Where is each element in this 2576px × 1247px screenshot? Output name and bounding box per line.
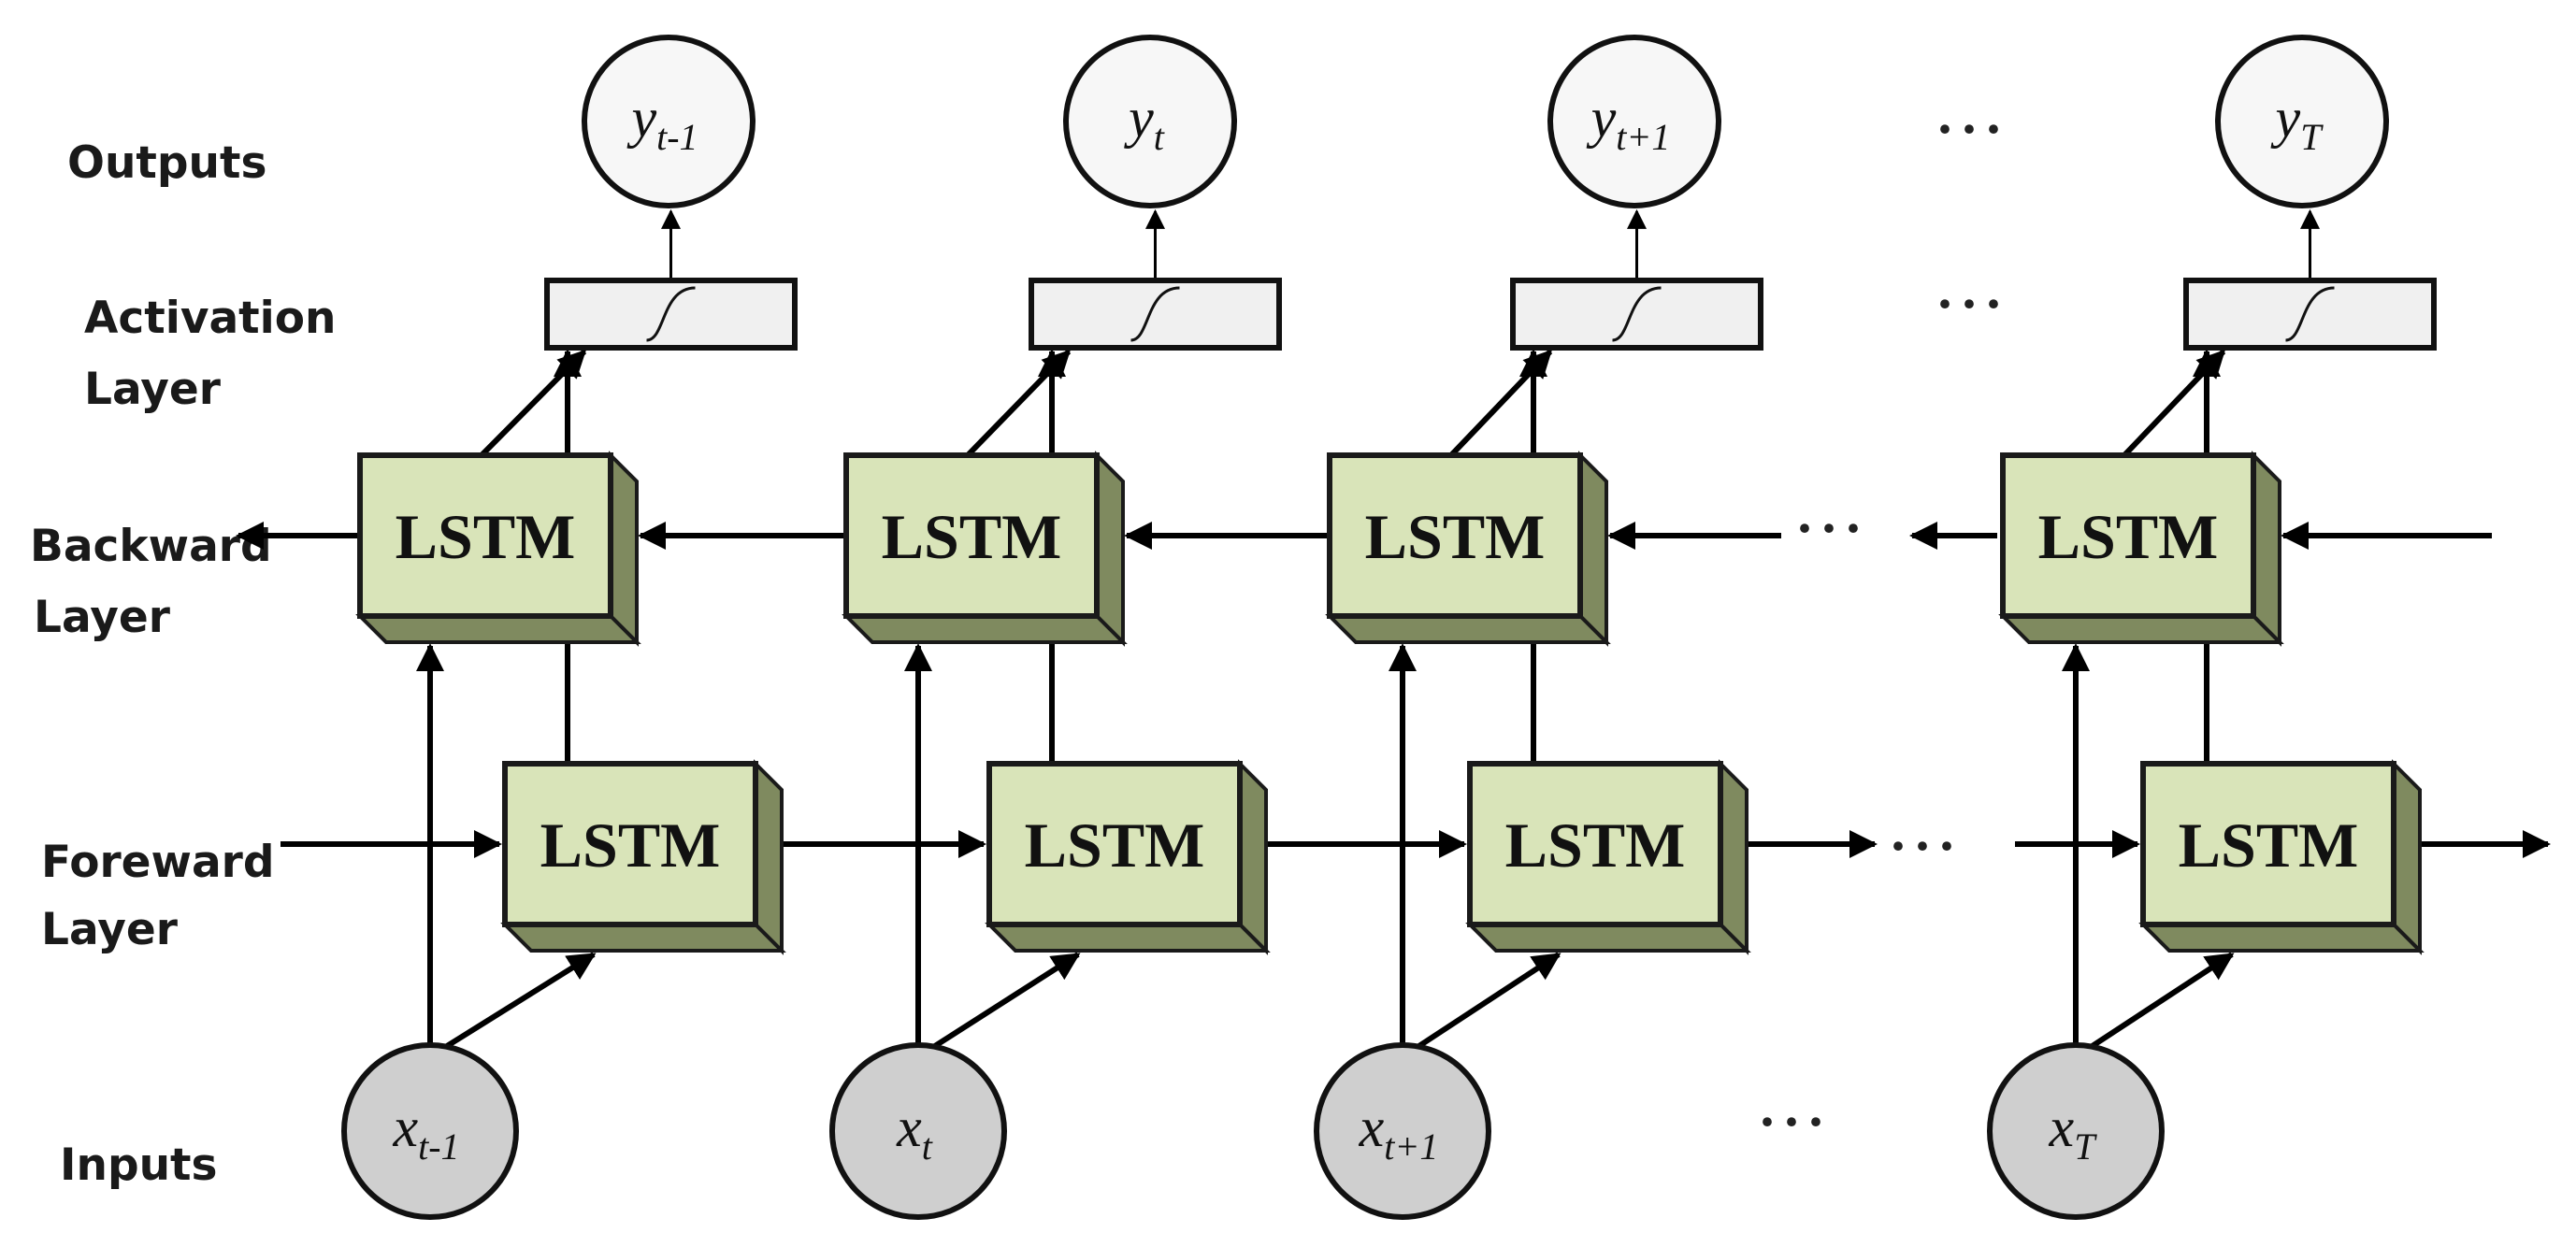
label-forward: Foreward <box>41 837 275 888</box>
backward-to-activation-arrow <box>1448 349 1553 458</box>
label-activation-layer: Layer <box>84 364 222 415</box>
nodes: LSTM LSTM yt-1 xt-1 LSTM LSTM yt xt LSTM LSTM yt+1… <box>341 35 2437 1220</box>
forward-lstm-cell: LSTM <box>500 759 786 955</box>
activation-box <box>1510 278 1763 351</box>
ellipsis-backward: ··· <box>1795 497 1868 559</box>
lstm-front-face <box>843 452 1100 619</box>
lstm-bottom-face <box>1465 923 1751 953</box>
lstm-front-face <box>1467 761 1723 927</box>
lstm-front-face <box>2000 452 2256 619</box>
lstm-front-face <box>502 761 758 927</box>
output-node: yt+1 <box>1547 35 1721 208</box>
input-node: xT <box>1987 1042 2165 1220</box>
node-circle <box>1547 35 1721 208</box>
lstm-side-face <box>754 759 784 955</box>
node-label: xT <box>2049 1096 2098 1168</box>
backward-to-activation-arrow <box>479 349 587 458</box>
lstm-bottom-face <box>1325 614 1611 644</box>
backward-lstm-cell: LSTM <box>1325 451 1611 647</box>
lstm-label: LSTM <box>2179 810 2359 881</box>
backward-to-activation-arrow <box>965 349 1072 458</box>
ellipsis-inputs: ··· <box>1758 1091 1831 1153</box>
lstm-bottom-face <box>842 614 1128 644</box>
label-outputs: Outputs <box>67 137 266 189</box>
lstm-bottom-face <box>985 923 1271 953</box>
lstm-side-face <box>2392 759 2422 955</box>
backward-to-activation-arrow <box>2122 349 2226 458</box>
node-circle <box>1987 1042 2165 1220</box>
activation-box <box>2183 278 2437 351</box>
label-backward-layer: Layer <box>34 592 171 643</box>
lstm-side-face <box>2252 451 2281 647</box>
output-node: yT <box>2215 35 2389 208</box>
lstm-label: LSTM <box>2038 501 2219 572</box>
node-label: yt+1 <box>1586 87 1671 158</box>
forward-lstm-cell: LSTM <box>1465 759 1751 955</box>
lstm-front-face <box>2140 761 2396 927</box>
lstm-label: LSTM <box>1505 810 1686 881</box>
activation-box <box>1029 278 1282 351</box>
input-node: xt-1 <box>341 1042 519 1220</box>
node-label: yt-1 <box>626 87 698 158</box>
lstm-side-face <box>1578 451 1608 647</box>
node-label: yT <box>2270 87 2324 158</box>
ellipsis-forward: ··· <box>1889 815 1962 877</box>
lstm-front-face <box>1327 452 1583 619</box>
lstm-front-face <box>357 452 613 619</box>
lstm-side-face <box>1719 759 1749 955</box>
output-node: yt-1 <box>582 35 756 208</box>
input-node: xt <box>829 1042 1007 1220</box>
activation-box <box>544 278 798 351</box>
sigmoid-curve-icon <box>646 286 696 342</box>
input-to-forward-arrow <box>2083 952 2235 1054</box>
label-forward-layer: Layer <box>41 904 179 955</box>
output-node: yt <box>1063 35 1237 208</box>
lstm-side-face <box>609 451 639 647</box>
input-node: xt+1 <box>1314 1042 1491 1220</box>
node-circle <box>1314 1042 1491 1220</box>
node-circle <box>341 1042 519 1220</box>
forward-lstm-cell: LSTM <box>2138 759 2425 955</box>
lstm-bottom-face <box>500 923 786 953</box>
lstm-label: LSTM <box>1365 501 1546 572</box>
ellipsis-activation: ··· <box>1936 273 2008 335</box>
activation-layer-box <box>1510 278 1763 351</box>
node-label: yt <box>1123 87 1165 158</box>
node-label: xt-1 <box>392 1096 459 1168</box>
activation-layer-box <box>1029 278 1282 351</box>
backward-lstm-cell: LSTM <box>355 451 641 647</box>
label-activation: Activation <box>84 293 337 344</box>
lstm-label: LSTM <box>396 501 576 572</box>
forward-lstm-cell: LSTM <box>985 759 1271 955</box>
input-to-forward-arrow <box>926 952 1081 1054</box>
node-circle <box>1063 35 1237 208</box>
input-to-forward-arrow <box>1410 952 1561 1054</box>
node-label: xt <box>896 1096 933 1168</box>
label-backward: Backward <box>30 521 272 572</box>
activation-layer-box <box>544 278 798 351</box>
lstm-label: LSTM <box>540 810 721 881</box>
backward-lstm-cell: LSTM <box>842 451 1128 647</box>
lstm-front-face <box>986 761 1243 927</box>
input-to-forward-arrow <box>438 952 597 1054</box>
lstm-bottom-face <box>2138 923 2425 953</box>
lstm-label: LSTM <box>1025 810 1205 881</box>
activation-layer-box <box>2183 278 2437 351</box>
node-label: xt+1 <box>1359 1096 1439 1168</box>
sigmoid-curve-icon <box>1130 286 1180 342</box>
backward-lstm-cell: LSTM <box>1998 451 2284 647</box>
ellipsis-outputs: ··· <box>1936 98 2008 160</box>
node-circle <box>829 1042 1007 1220</box>
node-circle <box>582 35 756 208</box>
lstm-bottom-face <box>1998 614 2284 644</box>
node-circle <box>2215 35 2389 208</box>
sigmoid-curve-icon <box>2285 286 2335 342</box>
lstm-bottom-face <box>355 614 641 644</box>
sigmoid-curve-icon <box>1612 286 1662 342</box>
lstm-side-face <box>1095 451 1125 647</box>
lstm-label: LSTM <box>882 501 1062 572</box>
lstm-side-face <box>1238 759 1268 955</box>
label-inputs: Inputs <box>60 1140 218 1191</box>
